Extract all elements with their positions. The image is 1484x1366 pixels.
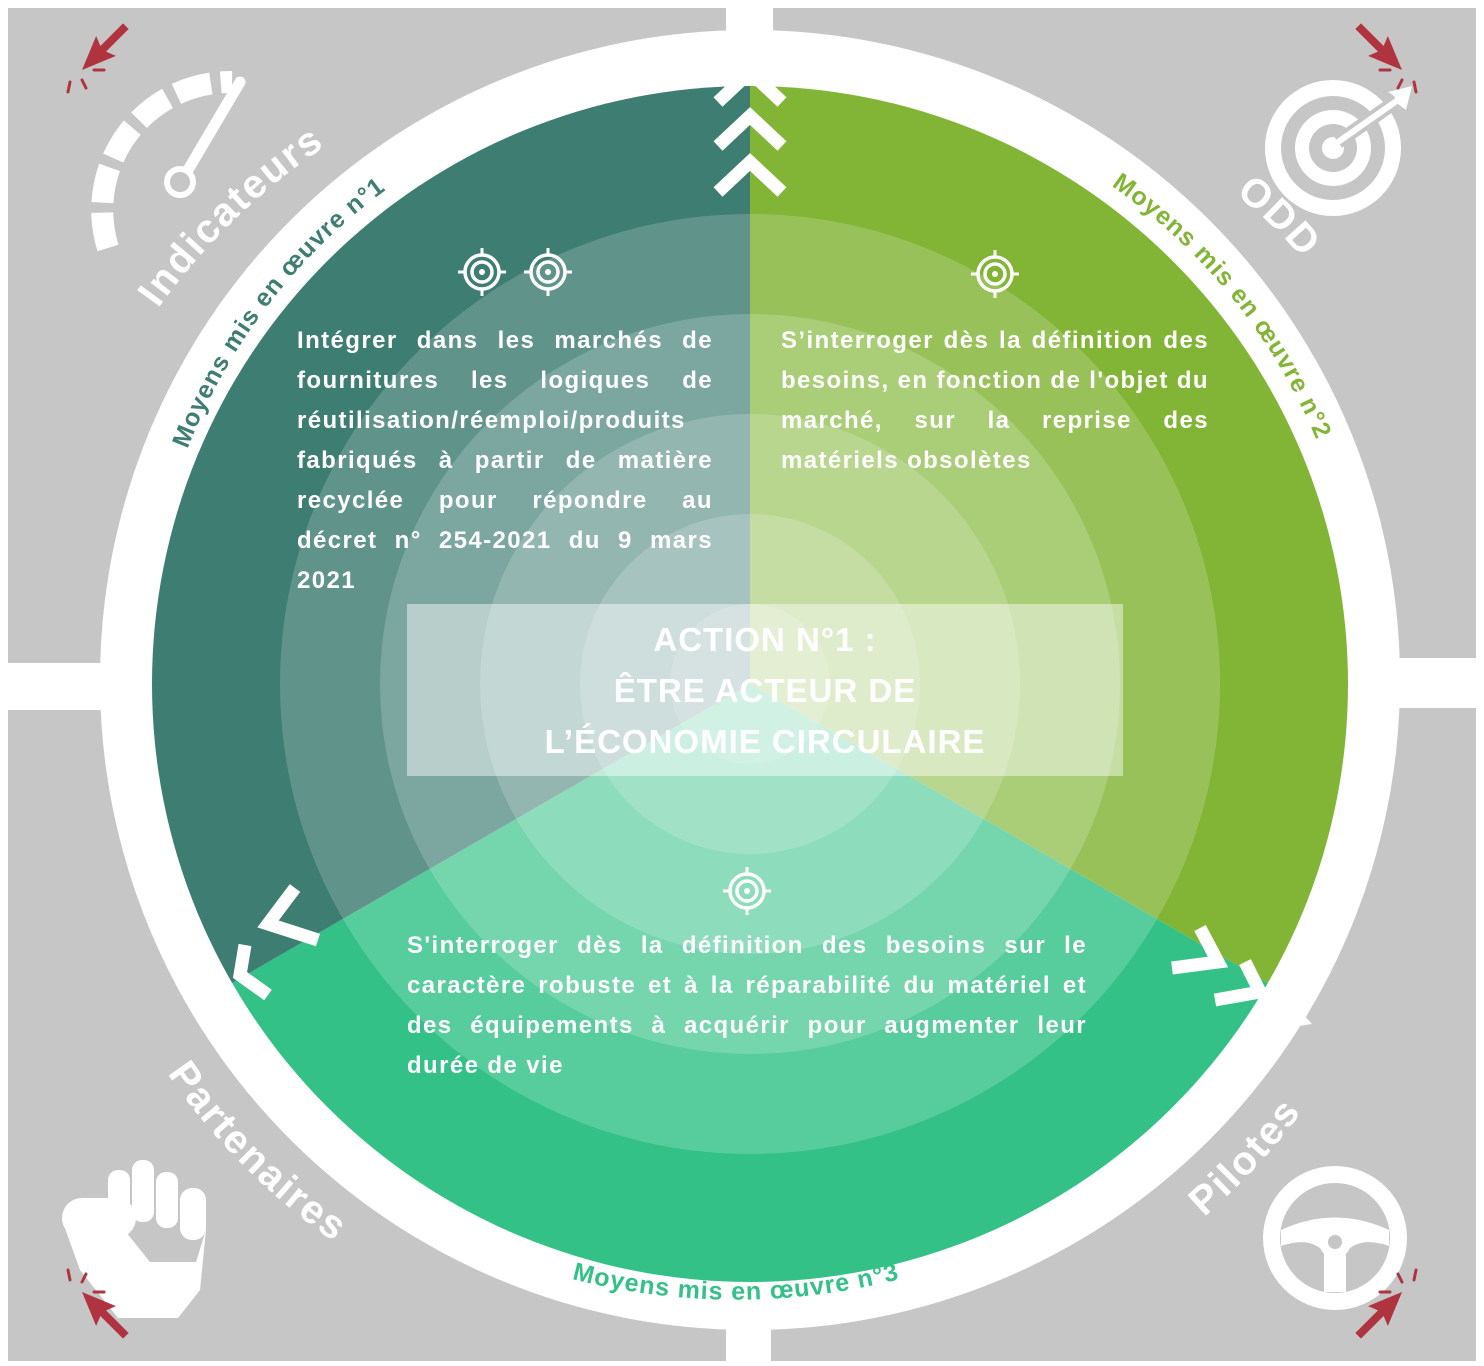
target-arrow-icon	[1265, 80, 1412, 216]
gauge-icon	[91, 70, 246, 252]
segment-3-text: S'interroger dès la définition des besoi…	[407, 932, 1087, 1079]
target-icon	[524, 248, 572, 296]
cursor-icon-top-right	[1355, 23, 1402, 70]
ring-arrowhead	[1286, 1000, 1312, 1028]
fist-icon	[62, 1160, 206, 1318]
chevrons	[232, 63, 1270, 1007]
action-title-box: ACTION N°1 : ÊTRE ACTEUR DE L’ÉCONOMIE C…	[407, 604, 1123, 776]
target-icon	[458, 248, 506, 296]
chevron-right-icon	[1171, 924, 1270, 1007]
chevron-left-icon	[232, 884, 320, 1001]
segment-1-text: Intégrer dans les marchés de fournitures…	[297, 327, 713, 594]
target-icon	[971, 250, 1019, 298]
cursor-icon-bottom-right	[1355, 1292, 1402, 1339]
target-icon	[723, 867, 771, 915]
action-title-line-1: ACTION N°1 :	[653, 620, 877, 658]
cursor-icon-bottom-left	[82, 1292, 129, 1339]
chevron-up-icon	[713, 63, 787, 197]
segment-2-text: S’interroger dès la définition des besoi…	[781, 327, 1209, 474]
cursor-sparks	[66, 50, 1418, 1312]
steering-wheel-icon	[1263, 1166, 1407, 1310]
sector-3	[152, 684, 1348, 1282]
cursor-icon-top-left	[82, 23, 129, 70]
target-icons	[458, 248, 1019, 915]
concentric-rings	[280, 214, 1220, 1154]
action-title-line-2: ÊTRE ACTEUR DE	[613, 671, 917, 709]
action-title-line-3: L’ÉCONOMIE CIRCULAIRE	[544, 722, 986, 760]
